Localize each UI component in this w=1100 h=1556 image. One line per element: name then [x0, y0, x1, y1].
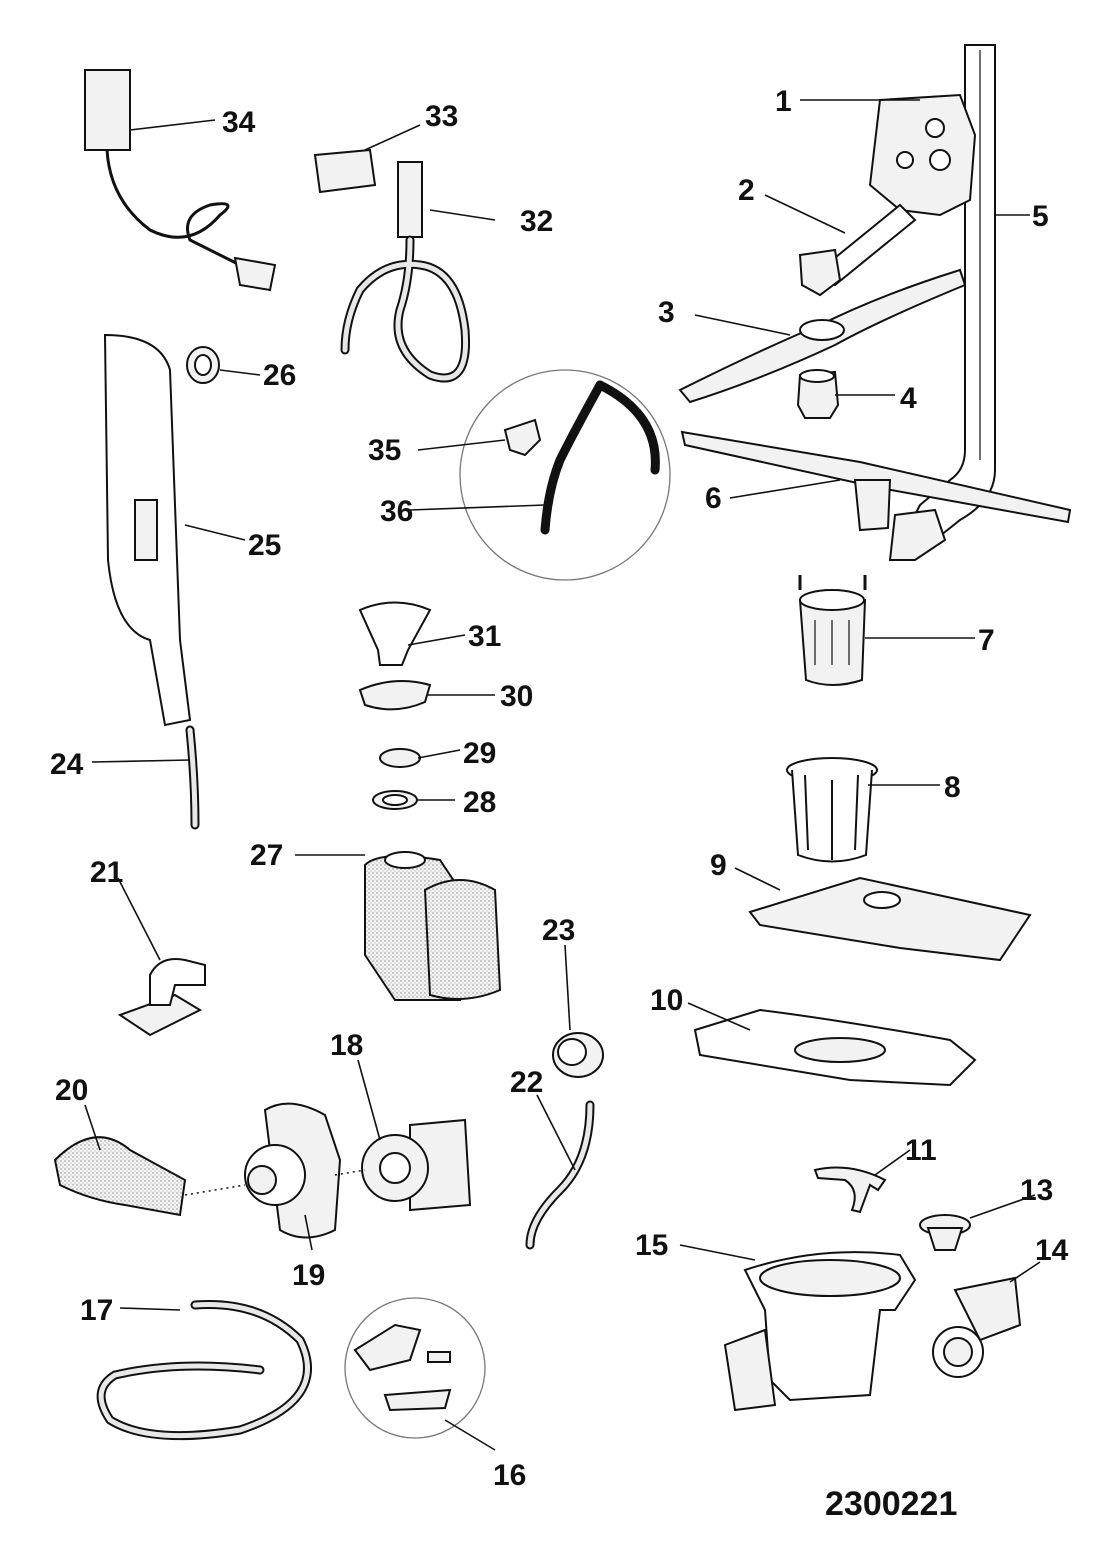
part-30-cover — [358, 680, 432, 711]
label-32: 32 — [520, 205, 553, 238]
part-35-36-inlet-set — [459, 369, 671, 581]
label-16: 16 — [493, 1459, 526, 1492]
part-4-spray-arm-hub — [796, 369, 840, 419]
part-25-side-panel — [103, 333, 192, 727]
part-8-coarse-filter — [786, 757, 878, 863]
part-6-lower-spray-arm — [680, 430, 1072, 532]
label-23: 23 — [542, 914, 575, 947]
part-14-drain-pump — [932, 1276, 1022, 1378]
part-28-seal — [372, 790, 418, 810]
part-23-cap — [552, 1032, 604, 1078]
label-35: 35 — [368, 434, 401, 467]
label-31: 31 — [468, 620, 501, 653]
part-31-funnel — [358, 601, 432, 666]
label-4: 4 — [900, 382, 917, 415]
part-17-drain-hose — [96, 1299, 312, 1441]
label-6: 6 — [705, 482, 722, 515]
label-3: 3 — [658, 296, 675, 329]
part-34-power-cord — [84, 69, 277, 292]
part-26-ring — [186, 346, 220, 384]
part-27-softener — [364, 851, 502, 1001]
label-8: 8 — [944, 771, 961, 804]
label-33: 33 — [425, 100, 458, 133]
label-14: 14 — [1035, 1234, 1069, 1267]
part-11-clip — [813, 1166, 887, 1214]
label-20: 20 — [55, 1074, 88, 1107]
label-27: 27 — [250, 839, 283, 872]
part-22-hose — [525, 1100, 595, 1250]
part-3-upper-spray-arm — [678, 268, 967, 404]
label-5: 5 — [1032, 200, 1049, 233]
label-7: 7 — [978, 624, 995, 657]
part-16-float-switch-set — [344, 1297, 486, 1439]
part-labels: 1 2 3 4 5 6 7 8 9 10 11 13 14 15 16 17 1… — [50, 85, 1069, 1523]
label-11: 11 — [905, 1134, 937, 1167]
part-18-wash-motor — [361, 1118, 472, 1212]
label-24: 24 — [50, 748, 84, 781]
part-20-elbow — [53, 1136, 187, 1217]
label-19: 19 — [292, 1259, 325, 1292]
part-24-tube — [185, 725, 200, 830]
label-15: 15 — [635, 1229, 668, 1262]
part-2-upper-arm-tube — [798, 203, 917, 297]
label-18: 18 — [330, 1029, 363, 1062]
label-22: 22 — [510, 1066, 543, 1099]
label-10: 10 — [650, 984, 683, 1017]
label-2: 2 — [738, 174, 755, 207]
label-29: 29 — [463, 737, 496, 770]
part-1-manifold — [868, 93, 977, 217]
label-30: 30 — [500, 680, 533, 713]
part-7-microfilter — [798, 575, 867, 686]
part-10-gasket-plate — [693, 1008, 977, 1087]
label-36: 36 — [380, 495, 413, 528]
part-13-valve — [919, 1214, 971, 1251]
part-21-connector — [117, 958, 206, 1037]
leader-lines — [84, 99, 1041, 1451]
label-25: 25 — [248, 529, 281, 562]
drawing-number: 2300221 — [825, 1485, 957, 1523]
label-1: 1 — [775, 85, 792, 118]
part-32-inlet-hose — [340, 161, 471, 383]
label-9: 9 — [710, 849, 727, 882]
part-33-clip — [313, 148, 377, 194]
label-21: 21 — [90, 856, 123, 889]
label-17: 17 — [80, 1294, 113, 1327]
label-13: 13 — [1020, 1174, 1053, 1207]
label-34: 34 — [222, 106, 256, 139]
part-19-pump-housing — [244, 1102, 342, 1239]
part-29-nut — [379, 748, 421, 768]
part-9-filter-plate — [748, 876, 1032, 962]
label-26: 26 — [263, 359, 296, 392]
part-15-sump — [723, 1251, 917, 1412]
label-28: 28 — [463, 786, 496, 819]
